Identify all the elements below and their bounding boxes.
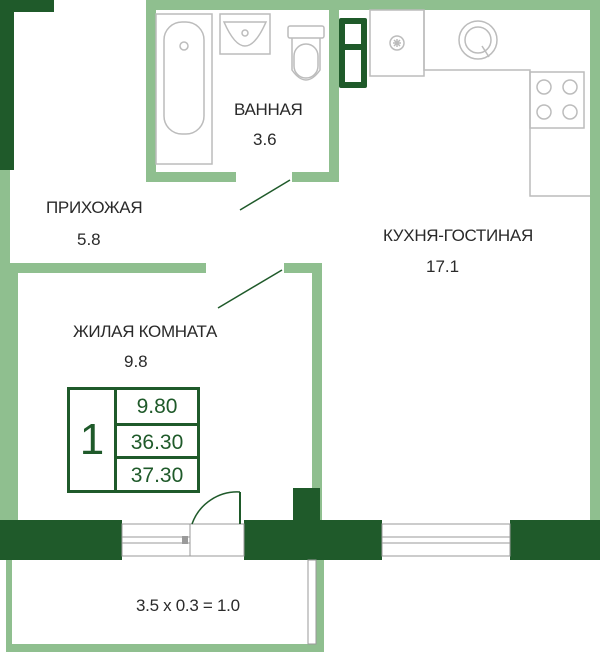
bathroom-area: 3.6 [253,130,277,149]
hallway-label: ПРИХОЖАЯ [46,198,143,217]
bedroom-area: 9.8 [124,352,148,371]
kitchen-living-area: 17.1 [426,257,460,276]
dark-walls [0,0,600,560]
kitchen-living-label: КУХНЯ-ГОСТИНАЯ [383,226,533,245]
toilet-icon [287,25,325,81]
total-area-value: 36.30 [117,423,197,459]
bathroom-door-line [239,179,291,211]
windows [121,523,511,645]
living-area-value: 9.80 [136,394,178,418]
bedroom-door-line [217,269,283,309]
washing-machine-icon [369,9,425,77]
hallway-area: 5.8 [77,230,101,249]
balcony-label: 3.5 x 0.3 = 1.0 [136,596,240,615]
stove-icon [536,79,578,120]
bathtub-icon [155,13,213,165]
balcony-door [182,491,245,557]
bedroom-label: ЖИЛАЯ КОМНАТА [73,322,218,341]
rooms-count: 1 [70,390,117,490]
cabinet-inner-top [345,24,361,44]
area-with-balcony-value: 37.30 [117,456,197,493]
kitchen-counter [423,10,590,197]
sink-icon [219,13,271,55]
bathroom-label: ВАННАЯ [234,100,303,119]
apartment-info-table: 1 9.80 36.30 37.30 [67,387,200,493]
kitchen-sink-icon [458,20,498,60]
cabinet-inner-bottom [345,50,361,82]
